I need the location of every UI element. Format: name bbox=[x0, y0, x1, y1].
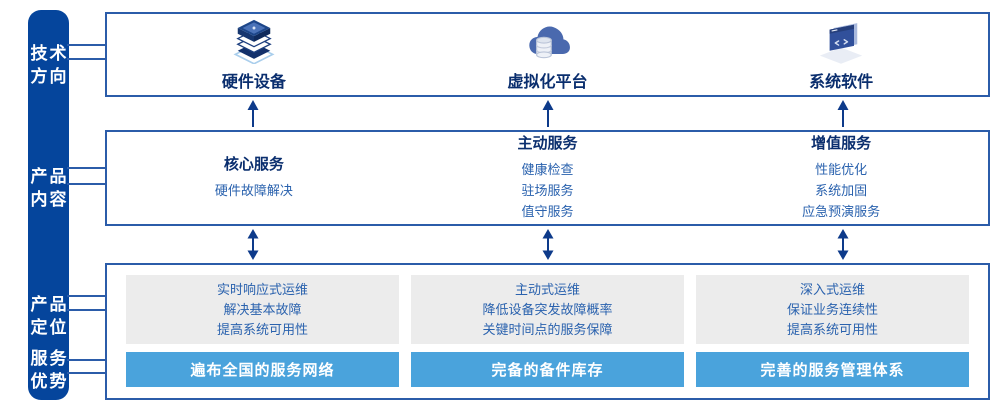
positioning-line: 主动式运维 bbox=[514, 281, 580, 297]
sidebar-label-line: 定位 bbox=[30, 318, 69, 337]
content-line: 健康检查 bbox=[521, 162, 574, 177]
positioning-line: 保证业务连续性 bbox=[786, 301, 878, 317]
sidebar-label-line: 产品 bbox=[30, 167, 69, 186]
arrow-up-icon bbox=[542, 100, 553, 127]
connector-line bbox=[67, 58, 106, 60]
code-window-icon bbox=[820, 22, 863, 64]
connector-line bbox=[67, 183, 106, 185]
connector-line bbox=[67, 44, 106, 46]
content-heading: 主动服务 bbox=[517, 135, 578, 152]
bottom-col-proactive: 主动式运维 降低设备突发故障概率 关键时间点的服务保障 完备的备件库存 bbox=[411, 275, 684, 387]
connector-line bbox=[67, 167, 106, 169]
tech-direction-box: 硬件设备 虚拟化平台 系统软件 bbox=[105, 12, 990, 97]
content-line: 值守服务 bbox=[521, 204, 574, 219]
arrow-double-icon bbox=[837, 229, 848, 260]
arrow-double-icon bbox=[247, 229, 258, 260]
sidebar-label-line: 产品 bbox=[30, 295, 69, 314]
arrow-row-up bbox=[105, 100, 990, 127]
content-line: 应急预演服务 bbox=[802, 204, 881, 219]
sidebar-rail: 技术 方向 产品 内容 产品 定位 服务 优势 bbox=[28, 10, 69, 400]
tech-item-system-software: 系统软件 bbox=[694, 14, 988, 95]
tech-item-virtualization: 虚拟化平台 bbox=[401, 14, 695, 95]
positioning-line: 深入式运维 bbox=[799, 281, 865, 297]
positioning-card: 深入式运维 保证业务连续性 提高系统可用性 bbox=[696, 275, 969, 345]
advantage-bar: 完善的服务管理体系 bbox=[696, 352, 969, 387]
tech-item-label: 虚拟化平台 bbox=[507, 73, 588, 91]
arrow-up-icon bbox=[837, 100, 848, 127]
advantage-bar: 遍布全国的服务网络 bbox=[126, 352, 399, 387]
sidebar-label-line: 优势 bbox=[30, 372, 69, 391]
content-heading: 核心服务 bbox=[223, 156, 284, 173]
tech-item-hardware: 硬件设备 bbox=[107, 14, 401, 95]
content-line: 性能优化 bbox=[815, 162, 868, 177]
advantage-bar: 完备的备件库存 bbox=[411, 352, 684, 387]
positioning-advantage-box: 实时响应式运维 解决基本故障 提高系统可用性 遍布全国的服务网络 主动式运维 降… bbox=[105, 263, 990, 400]
connector-line bbox=[67, 372, 106, 374]
content-line: 硬件故障解决 bbox=[214, 183, 293, 198]
sidebar-label-tech-direction: 技术 方向 bbox=[28, 42, 69, 88]
arrow-up-icon bbox=[247, 100, 258, 127]
arrow-row-double bbox=[105, 229, 990, 260]
sidebar-label-product-content: 产品 内容 bbox=[28, 165, 69, 211]
content-col-core-service: 核心服务 硬件故障解决 bbox=[107, 132, 401, 224]
positioning-line: 降低设备突发故障概率 bbox=[482, 301, 613, 317]
positioning-line: 提高系统可用性 bbox=[216, 321, 308, 337]
positioning-line: 实时响应式运维 bbox=[216, 281, 308, 297]
positioning-line: 关键时间点的服务保障 bbox=[482, 321, 613, 337]
connector-line bbox=[67, 295, 106, 297]
server-stack-icon bbox=[233, 19, 275, 64]
positioning-card: 实时响应式运维 解决基本故障 提高系统可用性 bbox=[126, 275, 399, 345]
product-content-box: 核心服务 硬件故障解决 主动服务 健康检查 驻场服务 值守服务 增值服务 性能优… bbox=[105, 130, 990, 226]
positioning-line: 解决基本故障 bbox=[223, 301, 302, 317]
positioning-line: 提高系统可用性 bbox=[786, 321, 878, 337]
bottom-col-indepth: 深入式运维 保证业务连续性 提高系统可用性 完善的服务管理体系 bbox=[696, 275, 969, 387]
sidebar-label-product-positioning: 产品 定位 bbox=[28, 293, 69, 339]
tech-item-label: 系统软件 bbox=[809, 73, 874, 91]
connector-line bbox=[67, 309, 106, 311]
content-col-proactive-service: 主动服务 健康检查 驻场服务 值守服务 bbox=[401, 132, 695, 224]
content-heading: 增值服务 bbox=[811, 135, 872, 152]
sidebar-label-line: 技术 bbox=[30, 44, 69, 63]
positioning-card: 主动式运维 降低设备突发故障概率 关键时间点的服务保障 bbox=[411, 275, 684, 345]
tech-item-label: 硬件设备 bbox=[221, 73, 286, 91]
sidebar-label-service-advantage: 服务 优势 bbox=[28, 347, 69, 393]
sidebar-label-line: 内容 bbox=[30, 190, 69, 209]
content-line: 系统加固 bbox=[815, 183, 868, 198]
sidebar-label-line: 方向 bbox=[30, 67, 69, 86]
bottom-col-realtime: 实时响应式运维 解决基本故障 提高系统可用性 遍布全国的服务网络 bbox=[126, 275, 399, 387]
cloud-database-icon bbox=[528, 25, 570, 58]
arrow-double-icon bbox=[542, 229, 553, 260]
sidebar-label-line: 服务 bbox=[30, 349, 69, 368]
connector-line bbox=[67, 359, 106, 361]
content-line: 驻场服务 bbox=[521, 183, 574, 198]
content-col-value-added-service: 增值服务 性能优化 系统加固 应急预演服务 bbox=[694, 132, 988, 224]
